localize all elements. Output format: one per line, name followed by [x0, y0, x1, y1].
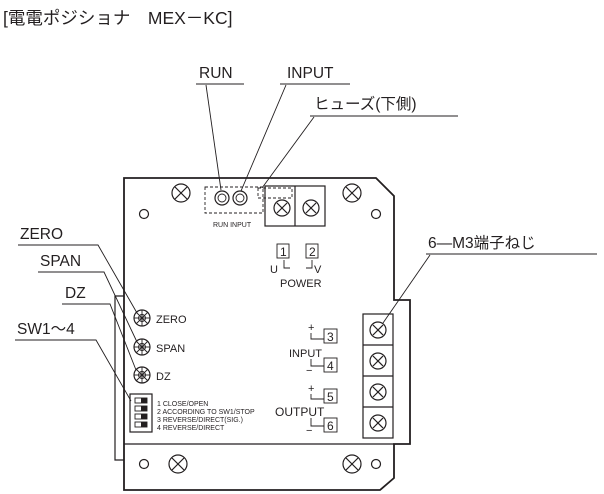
- mount-hole-bottom-left: [138, 458, 150, 470]
- terminal-5-label: 5: [327, 390, 334, 404]
- mount-hole-bottom-right: [370, 458, 382, 470]
- power-terminal-screw-1: [273, 199, 291, 217]
- run-callout: RUN: [199, 65, 233, 82]
- v-label: V: [314, 264, 322, 276]
- terminal-6-box: [323, 417, 338, 433]
- dip-switch-3[interactable]: [134, 413, 148, 420]
- mount-hole-top-left: [138, 208, 150, 220]
- io-terminal-screw-3: [369, 321, 387, 339]
- mount-hole-top-right: [370, 208, 382, 220]
- sw-description-2: 2 ACCORDING TO SW1/STOP: [157, 409, 255, 416]
- board-left-tab: [114, 295, 124, 461]
- span-board-label: SPAN: [156, 343, 185, 355]
- fuse-outline: [257, 187, 293, 199]
- mount-screw-top-right: [342, 183, 362, 203]
- sw-description-3: 3 REVERSE/DIRECT(SIG.): [157, 417, 243, 424]
- minus-4: −: [306, 365, 312, 377]
- io-terminal-screw-6: [369, 414, 387, 432]
- io-terminal-screw-5: [369, 383, 387, 401]
- zero-callout: ZERO: [20, 226, 63, 243]
- terminal-3-label: 3: [327, 330, 334, 344]
- plus-3: +: [308, 322, 314, 334]
- input-callout: INPUT: [287, 65, 334, 82]
- dip-switch-block: [129, 393, 153, 433]
- terminal-5-box: [323, 388, 338, 404]
- mount-screw-bottom-left: [168, 454, 188, 474]
- power-label: POWER: [280, 278, 322, 290]
- power-terminal-screw-2: [302, 199, 320, 217]
- terminal-4-box: [323, 357, 338, 373]
- sw-callout: SW1～4: [17, 321, 75, 338]
- led-label: RUN INPUT: [213, 222, 252, 229]
- terminal-4-label: 4: [327, 359, 334, 373]
- mount-screw-top-left: [171, 183, 191, 203]
- dz-potentiometer[interactable]: [133, 366, 151, 384]
- zero-potentiometer[interactable]: [133, 309, 151, 327]
- led-dashed-box: [204, 186, 264, 214]
- u-label: U: [270, 264, 278, 276]
- dz-callout: DZ: [65, 285, 86, 302]
- diagram-title: [電電ポジショナ MEX－KC]: [3, 8, 232, 28]
- sw-description-4: 4 REVERSE/DIRECT: [157, 425, 225, 432]
- terminal-1-box: [276, 243, 290, 259]
- terminal-2-box: [305, 243, 319, 259]
- terminal-1-label: 1: [280, 245, 287, 259]
- span-callout: SPAN: [40, 253, 81, 270]
- io-terminal-screw-4: [369, 352, 387, 370]
- board-outline: [123, 177, 411, 491]
- dz-board-label: DZ: [156, 371, 171, 383]
- terminal-screws-callout: 6―M3端子ねじ: [428, 234, 536, 252]
- terminal-2-label: 2: [309, 245, 316, 259]
- dip-switch-2[interactable]: [134, 405, 148, 412]
- dip-switch-4[interactable]: [134, 421, 148, 428]
- zero-board-label: ZERO: [156, 314, 187, 326]
- span-potentiometer[interactable]: [133, 338, 151, 356]
- run-led: [214, 190, 230, 206]
- minus-6: −: [306, 425, 312, 437]
- input-led: [232, 190, 248, 206]
- input-board-label: INPUT: [289, 348, 322, 360]
- terminal-3-box: [323, 328, 338, 344]
- fuse-callout: ヒューズ(下側): [314, 95, 417, 113]
- output-board-label: OUTPUT: [275, 405, 325, 419]
- terminal-6-label: 6: [327, 419, 334, 433]
- mount-screw-bottom-right: [342, 454, 362, 474]
- dip-switch-1[interactable]: [134, 397, 148, 404]
- sw-description-1: 1 CLOSE/OPEN: [157, 401, 208, 408]
- plus-5: +: [308, 383, 314, 395]
